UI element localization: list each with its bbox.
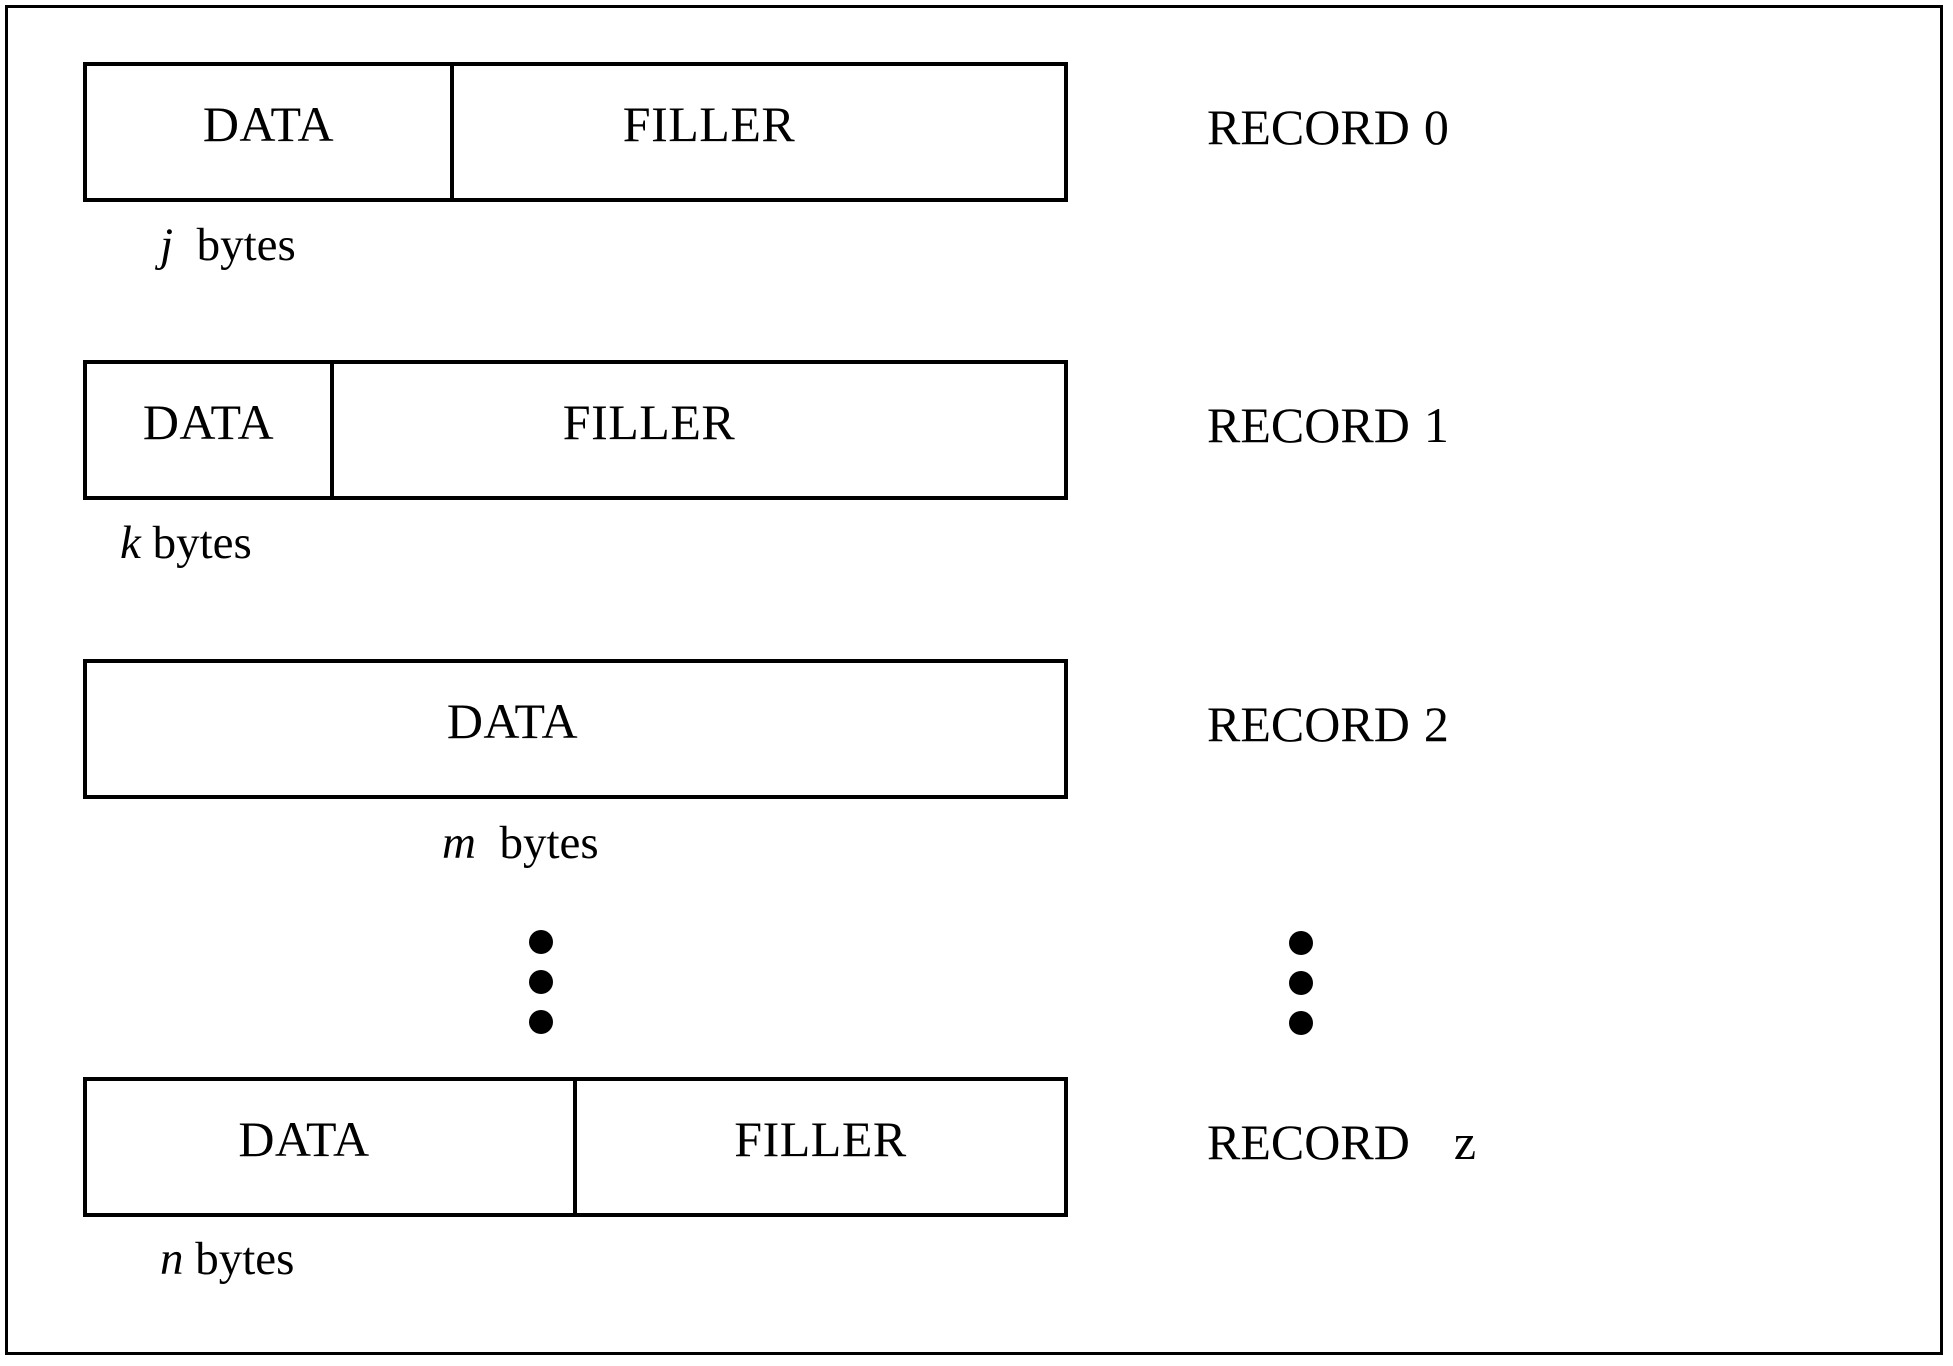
record-1-data-label: DATA bbox=[142, 394, 275, 450]
record-0-data-segment: DATA bbox=[87, 66, 450, 198]
record-2-data-label: DATA bbox=[446, 693, 579, 749]
record-0-filler-segment: FILLER bbox=[450, 66, 1064, 198]
record-z-id: z bbox=[1453, 1114, 1477, 1170]
record-2-word: RECORD bbox=[1207, 696, 1410, 752]
record-1-size-label: k bytes bbox=[120, 516, 252, 570]
record-z-size-label: n bytes bbox=[160, 1232, 294, 1286]
record-0-size-unit: bytes bbox=[196, 219, 296, 271]
record-z-filler-label: FILLER bbox=[734, 1111, 907, 1167]
record-z-data-label: DATA bbox=[238, 1111, 370, 1167]
record-1-size-unit: bytes bbox=[152, 517, 252, 569]
record-z-data-segment: DATA bbox=[87, 1081, 573, 1213]
record-z-bar: DATA FILLER bbox=[83, 1077, 1068, 1217]
record-2-size-unit: bytes bbox=[499, 817, 599, 869]
dot bbox=[529, 970, 553, 994]
record-z-size-unit: bytes bbox=[195, 1233, 295, 1285]
ellipsis-dots-right bbox=[1289, 931, 1313, 1051]
record-0-data-label: DATA bbox=[202, 96, 335, 152]
record-1-word: RECORD bbox=[1207, 397, 1410, 453]
record-0-bar: DATA FILLER bbox=[83, 62, 1068, 202]
record-1-filler-label: FILLER bbox=[562, 394, 736, 450]
ellipsis-dots-left bbox=[529, 930, 553, 1050]
record-1-data-segment: DATA bbox=[87, 364, 330, 496]
dot bbox=[529, 930, 553, 954]
record-z-size-var: n bbox=[160, 1233, 184, 1285]
dot bbox=[529, 1010, 553, 1034]
dot bbox=[1289, 931, 1313, 955]
record-1-size-var: k bbox=[120, 517, 141, 569]
diagram-frame bbox=[5, 5, 1943, 1355]
record-1-id: 1 bbox=[1423, 397, 1449, 453]
record-0-filler-label: FILLER bbox=[622, 96, 796, 152]
dot bbox=[1289, 971, 1313, 995]
record-2-size-var: m bbox=[442, 817, 476, 869]
record-0-id: 0 bbox=[1423, 99, 1449, 155]
record-z-name: RECORD z bbox=[1207, 1113, 1476, 1171]
record-0-size-label: j bytes bbox=[160, 218, 296, 272]
record-1-filler-segment: FILLER bbox=[330, 364, 1064, 496]
record-0-size-var: j bbox=[160, 219, 174, 271]
dot bbox=[1289, 1011, 1313, 1035]
record-2-bar: DATA bbox=[83, 659, 1068, 799]
record-2-id: 2 bbox=[1423, 696, 1449, 752]
record-z-word: RECORD bbox=[1207, 1114, 1410, 1170]
record-2-size-label: m bytes bbox=[442, 816, 599, 870]
record-1-bar: DATA FILLER bbox=[83, 360, 1068, 500]
record-z-filler-segment: FILLER bbox=[573, 1081, 1064, 1213]
record-0-word: RECORD bbox=[1207, 99, 1410, 155]
record-2-data-segment: DATA bbox=[87, 663, 1064, 795]
